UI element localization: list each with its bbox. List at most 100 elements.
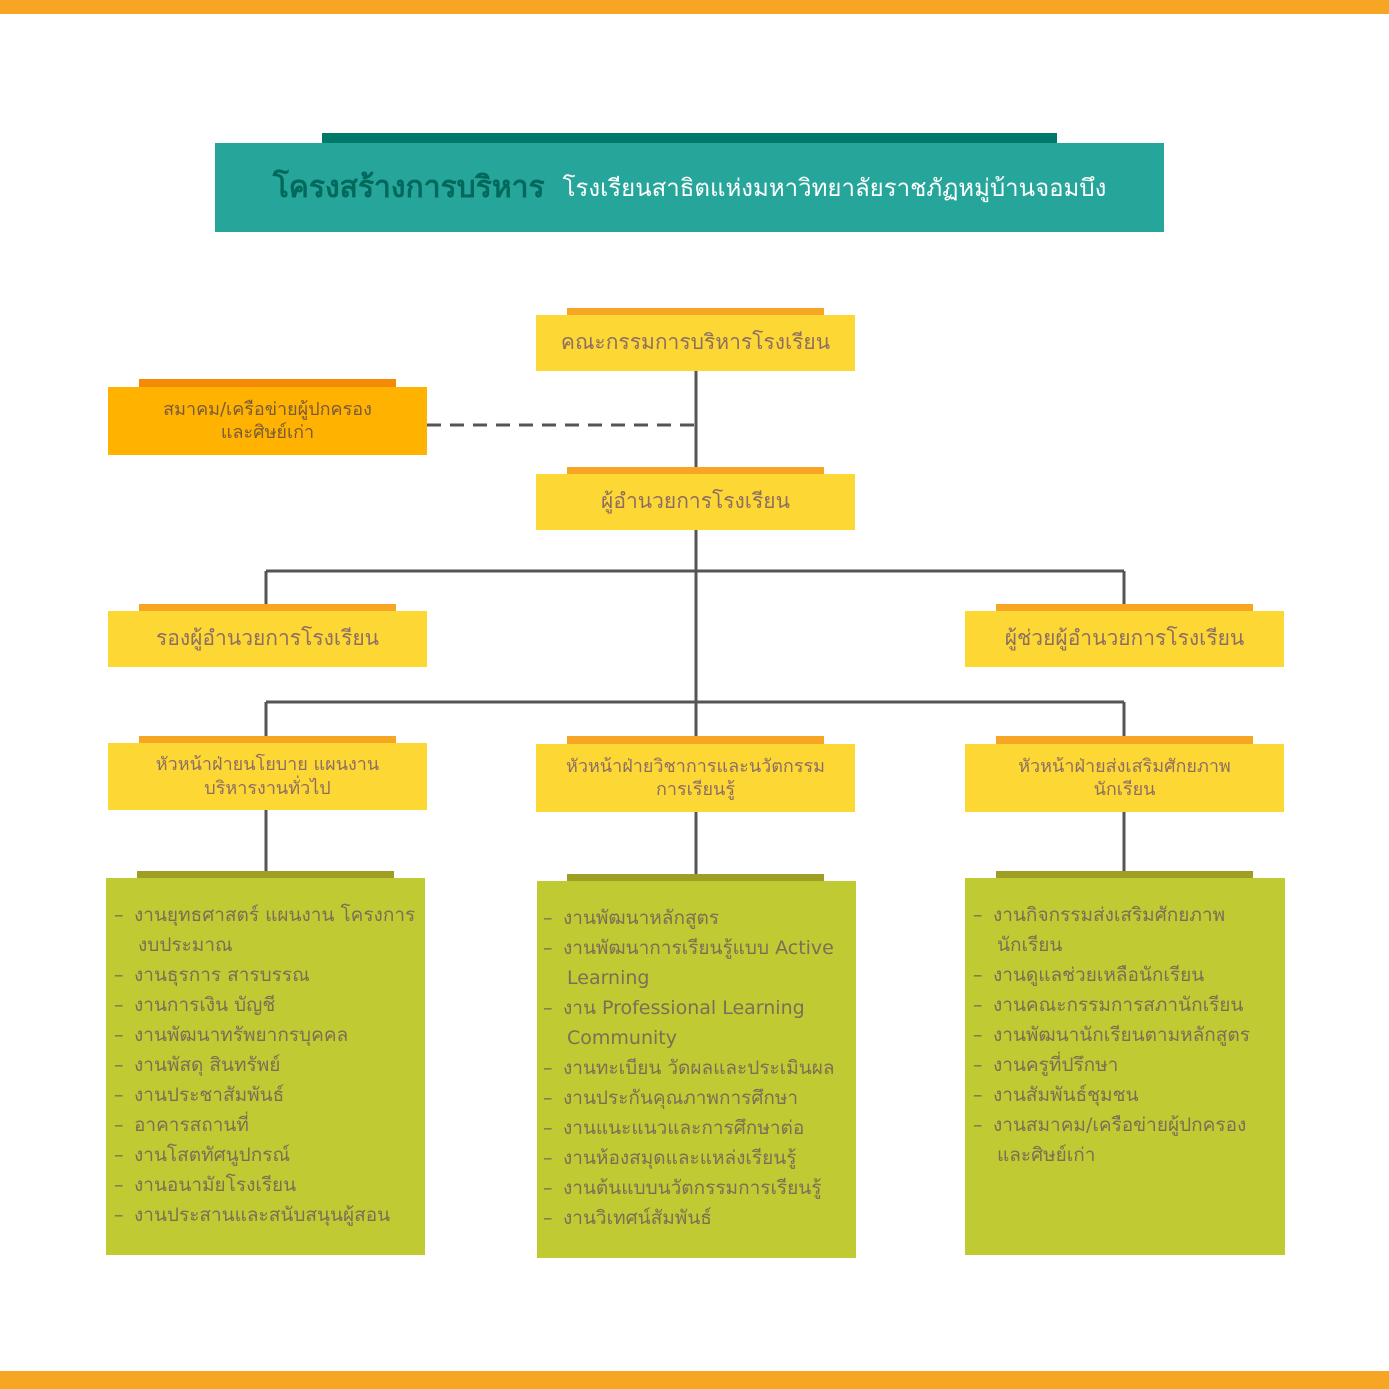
task-label-continued: งบประมาณ (138, 934, 233, 956)
dash-bullet: – (973, 1054, 983, 1076)
dash-bullet: – (114, 964, 124, 986)
task-item: –งานการเงิน บัญชี (114, 990, 417, 1020)
tasks-academic-list: –งานพัฒนาหลักสูตร–งานพัฒนาการเรียนรู้แบบ… (543, 903, 848, 1233)
tasks-academic-tab (567, 874, 824, 883)
task-label: งานพัสดุ สินทรัพย์ (134, 1054, 281, 1076)
tasks-policy-list: –งานยุทธศาสตร์ แผนงาน โครงการงบประมาณ–งา… (114, 900, 417, 1230)
dash-bullet: – (973, 1024, 983, 1046)
dash-bullet: – (114, 1204, 124, 1226)
task-label: งานพัฒนาทรัพยากรบุคคล (134, 1024, 349, 1046)
task-label: งานอนามัยโรงเรียน (134, 1174, 297, 1196)
bottom-stripe (0, 1371, 1389, 1389)
task-label: งาน Professional Learning (563, 997, 805, 1019)
task-label: งานวิเทศน์สัมพันธ์ (563, 1207, 712, 1229)
task-label: งานต้นแบบนวัตกรรมการเรียนรู้ (563, 1177, 822, 1199)
task-label-continued: และศิษย์เก่า (997, 1144, 1096, 1166)
head-policy-line-1: หัวหน้าฝ่ายนโยบาย แผนงาน (155, 754, 380, 776)
task-item: –งานพัฒนาหลักสูตร (543, 903, 848, 933)
dash-bullet: – (114, 1084, 124, 1106)
task-item: –งานพัฒนานักเรียนตามหลักสูตร (973, 1020, 1277, 1050)
tasks-student-list: –งานกิจกรรมส่งเสริมศักยภาพนักเรียน–งานดู… (973, 900, 1277, 1170)
task-item: –งานอนามัยโรงเรียน (114, 1170, 417, 1200)
task-item: –งานยุทธศาสตร์ แผนงาน โครงการงบประมาณ (114, 900, 417, 960)
tasks-student-box: –งานกิจกรรมส่งเสริมศักยภาพนักเรียน–งานดู… (965, 878, 1285, 1255)
head-academic-line-1: หัวหน้าฝ่ายวิชาการและนวัตกรรม (565, 755, 826, 777)
tasks-policy-tab (137, 871, 394, 880)
task-label: งานโสตทัศนูปกรณ์ (134, 1144, 291, 1166)
head-student-box: หัวหน้าฝ่ายส่งเสริมศักยภาพ นักเรียน (965, 744, 1284, 812)
task-item: –งานพัสดุ สินทรัพย์ (114, 1050, 417, 1080)
dash-bullet: – (543, 907, 553, 929)
task-item: –งานดูแลช่วยเหลือนักเรียน (973, 960, 1277, 990)
task-item: –งานประสานและสนับสนุนผู้สอน (114, 1200, 417, 1230)
association-tab (139, 379, 396, 388)
top-stripe (0, 0, 1389, 14)
director-box: ผู้อำนวยการโรงเรียน (536, 474, 855, 530)
deputy-tab (139, 604, 396, 613)
board-label: คณะกรรมการบริหารโรงเรียน (560, 330, 831, 355)
task-label: งานพัฒนาหลักสูตร (563, 907, 720, 929)
association-line-1: สมาคม/เครือข่ายผู้ปกครอง (163, 398, 372, 420)
task-label: งานห้องสมุดและแหล่งเรียนรู้ (563, 1147, 797, 1169)
association-line-2: และศิษย์เก่า (220, 422, 315, 443)
association-box: สมาคม/เครือข่ายผู้ปกครอง และศิษย์เก่า (108, 387, 427, 455)
head-policy-line-2: บริหารงานทั่วไป (204, 777, 331, 799)
dash-bullet: – (114, 1054, 124, 1076)
task-label-continued: Community (567, 1027, 677, 1049)
deputy-box: รองผู้อำนวยการโรงเรียน (108, 611, 427, 667)
head-student-line-1: หัวหน้าฝ่ายส่งเสริมศักยภาพ (1018, 755, 1231, 777)
task-label: งานดูแลช่วยเหลือนักเรียน (993, 964, 1205, 986)
task-label: งานทะเบียน วัดผลและประเมินผล (563, 1057, 835, 1079)
board-tab (567, 308, 824, 317)
task-item: –งานโสตทัศนูปกรณ์ (114, 1140, 417, 1170)
task-label: งานพัฒนาการเรียนรู้แบบ Active (563, 937, 834, 959)
task-label: งานประกันคุณภาพการศึกษา (563, 1087, 799, 1109)
task-item: –งานธุรการ สารบรรณ (114, 960, 417, 990)
assistant-box: ผู้ช่วยผู้อำนวยการโรงเรียน (965, 611, 1284, 667)
task-item: –งานสมาคม/เครือข่ายผู้ปกครองและศิษย์เก่า (973, 1110, 1277, 1170)
task-item: –งานประกันคุณภาพการศึกษา (543, 1083, 848, 1113)
task-label-continued: Learning (567, 967, 650, 989)
dash-bullet: – (543, 997, 553, 1019)
task-label: งานคณะกรรมการสภานักเรียน (993, 994, 1244, 1016)
task-item: –งานสัมพันธ์ชุมชน (973, 1080, 1277, 1110)
dash-bullet: – (543, 1147, 553, 1169)
task-item: –งานทะเบียน วัดผลและประเมินผล (543, 1053, 848, 1083)
dash-bullet: – (543, 1207, 553, 1229)
dash-bullet: – (543, 1117, 553, 1139)
head-policy-box: หัวหน้าฝ่ายนโยบาย แผนงาน บริหารงานทั่วไป (108, 743, 427, 810)
dash-bullet: – (114, 994, 124, 1016)
task-label: งานแนะแนวและการศึกษาต่อ (563, 1117, 805, 1139)
deputy-label: รองผู้อำนวยการโรงเรียน (155, 626, 380, 651)
task-label: งานพัฒนานักเรียนตามหลักสูตร (993, 1024, 1250, 1046)
head-academic-box: หัวหน้าฝ่ายวิชาการและนวัตกรรม การเรียนรู… (536, 744, 855, 812)
task-label: งานธุรการ สารบรรณ (134, 964, 310, 986)
dash-bullet: – (114, 904, 124, 926)
task-label: งานประสานและสนับสนุนผู้สอน (134, 1204, 391, 1226)
dash-bullet: – (543, 1087, 553, 1109)
board-box: คณะกรรมการบริหารโรงเรียน (536, 315, 855, 371)
task-label: งานครูที่ปรึกษา (993, 1054, 1119, 1076)
director-tab (567, 467, 824, 476)
dash-bullet: – (973, 1114, 983, 1136)
head-academic-tab (567, 736, 824, 745)
dash-bullet: – (114, 1114, 124, 1136)
task-label: อาคารสถานที่ (134, 1114, 249, 1136)
assistant-label: ผู้ช่วยผู้อำนวยการโรงเรียน (1004, 626, 1245, 651)
dash-bullet: – (114, 1024, 124, 1046)
head-student-tab (996, 736, 1253, 745)
task-item: –งานครูที่ปรึกษา (973, 1050, 1277, 1080)
head-policy-tab (139, 736, 396, 745)
task-item: –อาคารสถานที่ (114, 1110, 417, 1140)
dash-bullet: – (543, 1177, 553, 1199)
task-item: –งานคณะกรรมการสภานักเรียน (973, 990, 1277, 1020)
title-main: โครงสร้างการบริหาร (272, 170, 545, 205)
task-label: งานกิจกรรมส่งเสริมศักยภาพ (993, 904, 1226, 926)
title-banner: โครงสร้างการบริหาร โรงเรียนสาธิตแห่งมหาว… (215, 143, 1164, 232)
task-item: –งานต้นแบบนวัตกรรมการเรียนรู้ (543, 1173, 848, 1203)
task-item: –งานกิจกรรมส่งเสริมศักยภาพนักเรียน (973, 900, 1277, 960)
task-label: งานสัมพันธ์ชุมชน (993, 1084, 1139, 1106)
